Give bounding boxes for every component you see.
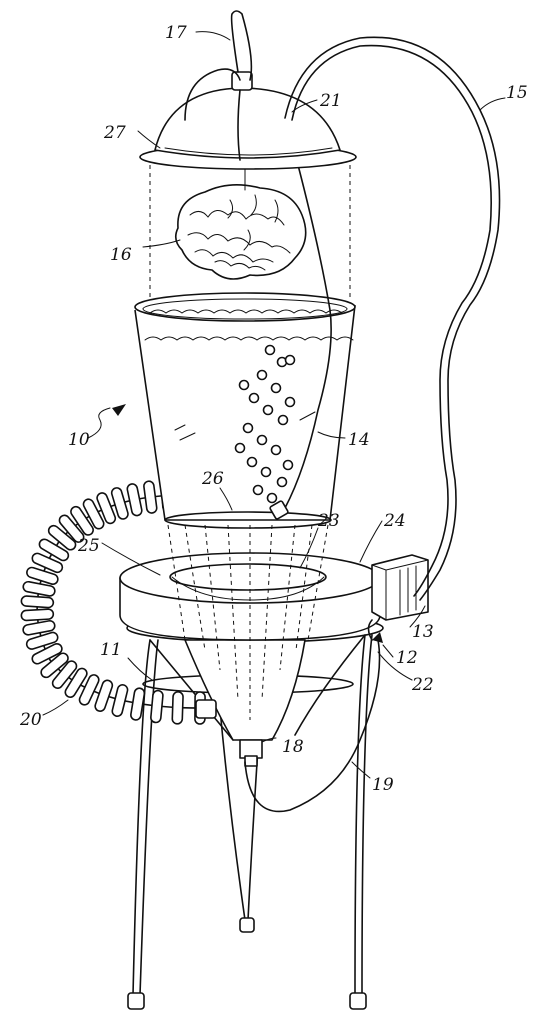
projection-lines-lower: [167, 524, 329, 720]
coil-segment: [38, 538, 70, 562]
label-19: 19: [372, 775, 394, 795]
vessel: [134, 292, 356, 529]
bubble: [264, 344, 276, 356]
label-13: 13: [412, 622, 434, 642]
label-24: 24: [383, 511, 406, 531]
bubble: [242, 422, 254, 434]
label-27: 27: [103, 123, 126, 143]
coil-segment: [40, 652, 69, 679]
drain-tube: [244, 639, 381, 813]
coil-segment: [26, 566, 59, 585]
liquid-surface: [144, 336, 354, 341]
bubble: [276, 476, 288, 488]
supply-tube: [284, 36, 501, 601]
vent-tube: [230, 10, 253, 81]
label-16: 16: [110, 245, 132, 265]
control-box: [371, 554, 429, 621]
bubble: [262, 404, 274, 416]
coil-segment: [58, 514, 85, 543]
vent-tube: [184, 68, 241, 121]
bubble: [277, 414, 289, 426]
coil-segment: [22, 580, 56, 597]
bubble: [256, 434, 268, 446]
bubble: [234, 442, 246, 454]
brain: [174, 167, 307, 280]
bubble: [270, 382, 282, 394]
heater-cord: [367, 619, 373, 641]
bubble: [282, 459, 294, 471]
arrow-12: [372, 632, 383, 643]
leg-foot: [349, 992, 367, 1010]
bubble: [256, 369, 268, 381]
air-stone: [269, 500, 289, 520]
label-18: 18: [282, 737, 304, 757]
label-22: 22: [411, 675, 434, 695]
coil-segment: [150, 689, 164, 724]
coil-segment: [64, 667, 88, 698]
label-25: 25: [77, 536, 100, 556]
bubble: [284, 354, 296, 366]
coil-segment: [96, 492, 117, 525]
coil-segment: [31, 643, 63, 665]
leader-lines: [42, 31, 506, 779]
label-17: 17: [165, 23, 187, 43]
coil-segment: [110, 487, 129, 520]
coil-segment: [20, 595, 55, 609]
coil-segment: [78, 674, 100, 706]
arrow-10: [112, 404, 126, 416]
coil-segment: [130, 687, 146, 721]
bubble: [252, 484, 264, 496]
label-21: 21: [319, 91, 342, 111]
coil-segment: [20, 608, 55, 622]
label-20: 20: [19, 710, 42, 730]
air-tube: [284, 164, 332, 509]
lid-port: [231, 71, 253, 91]
label-10: 10: [68, 430, 90, 450]
bubble: [246, 456, 258, 468]
coil-segment: [94, 679, 114, 712]
label-15: 15: [506, 83, 528, 103]
reference-numerals: 17 21 15 27 16 10 14 26 23 24 25 13 11 1…: [19, 23, 528, 795]
coil-segment: [31, 552, 64, 574]
coil-segment: [25, 631, 59, 650]
leg-foot: [127, 992, 145, 1010]
label-26: 26: [201, 469, 224, 489]
bubbles: [234, 344, 296, 504]
label-12: 12: [396, 648, 418, 668]
coil-segment: [22, 619, 56, 636]
label-11: 11: [100, 640, 122, 660]
bubble: [238, 379, 250, 391]
vent-tube: [237, 89, 241, 161]
coil-segment: [51, 660, 78, 689]
funnel-nozzle: [244, 755, 258, 767]
funnel: [184, 639, 306, 741]
bubble: [270, 444, 282, 456]
coil-segment: [126, 483, 143, 517]
coil-segment: [171, 691, 184, 725]
bubble: [284, 396, 296, 408]
coil-segment: [143, 480, 158, 514]
bubble: [248, 392, 260, 404]
label-23: 23: [317, 511, 340, 531]
coil-segment: [47, 524, 77, 551]
coil-segment: [82, 498, 105, 530]
coil-segment: [111, 684, 129, 717]
leg-foot: [239, 917, 255, 933]
bubble: [260, 466, 272, 478]
tube-coupler: [195, 699, 217, 719]
bubble: [266, 492, 278, 504]
coil-segment: [70, 505, 94, 536]
lid: [139, 71, 357, 170]
label-14: 14: [348, 430, 370, 450]
